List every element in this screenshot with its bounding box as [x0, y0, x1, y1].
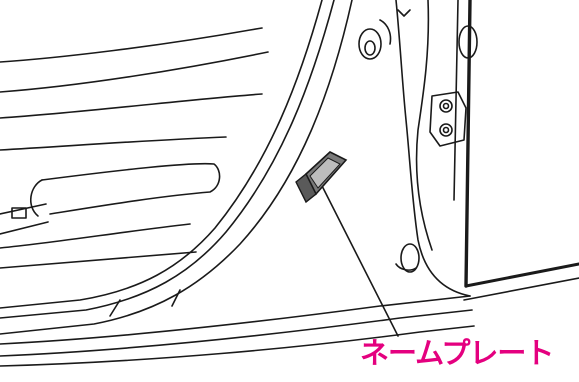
- name-plate: [295, 151, 348, 204]
- door-opening-frame: [0, 0, 353, 335]
- seat-back: [0, 27, 269, 151]
- body-panel: [358, 0, 478, 297]
- striker-plate: [429, 91, 467, 147]
- door-edge: [453, 0, 579, 301]
- seat-cushion: [0, 162, 221, 269]
- door-sill: [0, 289, 475, 367]
- leader-line: [315, 173, 399, 337]
- name-plate-label: ネームプレート: [360, 336, 554, 370]
